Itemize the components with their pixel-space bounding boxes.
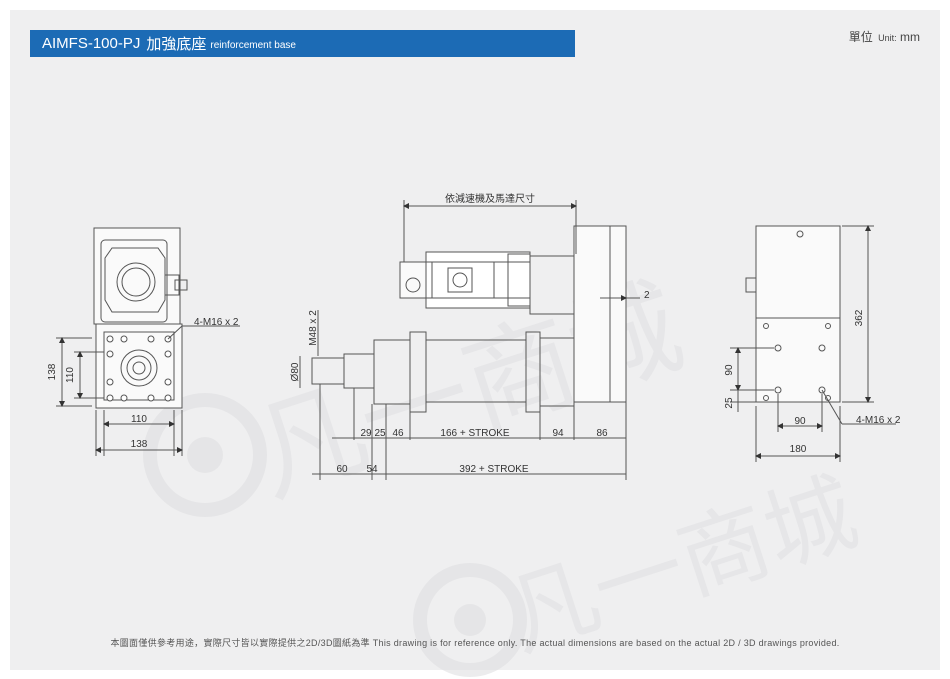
top-height-dim: 362 (854, 309, 865, 326)
offset-dim: 2 (644, 290, 650, 301)
disclaimer-note: 本圖面僅供參考用途，實際尺寸皆以實際提供之2D/3D圖紙為準 This draw… (110, 638, 840, 648)
dim-94: 94 (552, 428, 564, 439)
front-width-outer: 138 (131, 439, 148, 450)
unit-label-en: Unit: (878, 33, 897, 43)
title-cn: 加強底座 (146, 36, 207, 53)
dim-29: 29 (360, 428, 372, 439)
dim-60: 60 (336, 464, 348, 475)
side-view (299, 200, 640, 480)
motor-reducer-label: 依減速機及馬達尺寸 (445, 192, 535, 205)
front-width-inner: 110 (131, 414, 147, 425)
rod-diameter-dim: Ø80 (290, 362, 301, 381)
front-view (56, 227, 240, 456)
thread-dim: M48 x 2 (308, 310, 319, 346)
title-en: reinforcement base (210, 40, 296, 51)
top-dim-90-horizontal: 90 (794, 416, 806, 427)
front-height-inner: 110 (65, 367, 76, 383)
model-name: AIMFS-100-PJ (42, 35, 141, 52)
title-bar: AIMFS-100-PJ 加強底座 reinforcement base (30, 30, 575, 57)
unit-label: 單位 Unit: mm (849, 28, 920, 45)
dim-25: 25 (374, 428, 386, 439)
top-screw-note: 4-M16 x 2 (856, 415, 901, 426)
front-screw-note: 4-M16 x 2 (194, 317, 239, 328)
front-height-outer: 138 (47, 363, 58, 380)
top-width-dim: 180 (790, 444, 807, 455)
top-dim-90-vertical: 90 (724, 364, 735, 376)
dimension-labels: 4-M16 x 2 138 110 110 138 依減速機及馬達尺寸 2 M4… (47, 192, 901, 475)
top-dim-25-vertical: 25 (724, 397, 735, 409)
dim-166-stroke: 166 + STROKE (440, 428, 510, 439)
unit-label-cn: 單位 (848, 30, 873, 44)
dim-392-stroke: 392 + STROKE (459, 464, 529, 475)
dim-54: 54 (366, 464, 378, 475)
top-view (730, 225, 896, 462)
dim-86: 86 (596, 428, 608, 439)
unit-value: mm (900, 30, 920, 44)
dim-46: 46 (392, 428, 404, 439)
